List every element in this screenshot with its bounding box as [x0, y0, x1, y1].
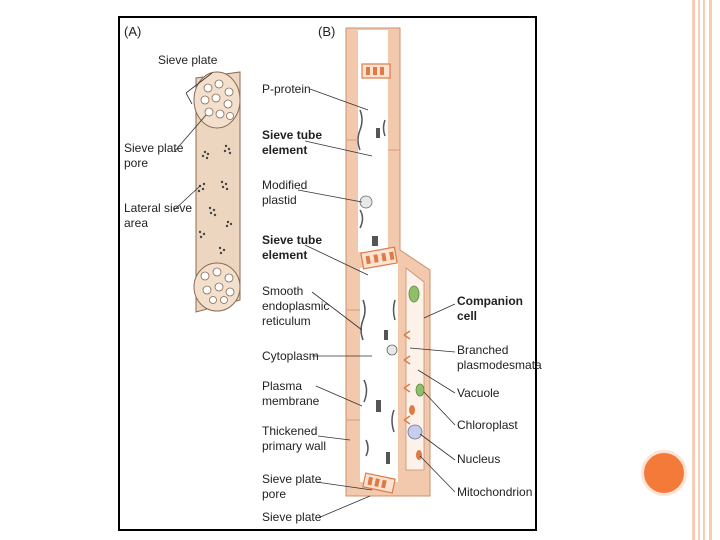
- label-p-protein: P-protein: [262, 82, 311, 96]
- label-sieve-tube-element-1-line2: element: [262, 143, 308, 157]
- slide-orange-dot: [641, 450, 687, 496]
- label-cytoplasm: Cytoplasm: [262, 349, 319, 363]
- label-smooth-er-line3: reticulum: [262, 314, 311, 328]
- label-companion-cell-line2: cell: [457, 309, 478, 323]
- label-sieve-plate: Sieve plate: [158, 53, 218, 67]
- label-lateral-sieve-area-line2: area: [124, 216, 149, 230]
- slide-border-strip: [698, 0, 700, 540]
- figure-frame: [118, 16, 537, 531]
- panel-b-label: (B): [318, 24, 336, 39]
- label-sieve-plate-pore-line2: pore: [124, 156, 149, 170]
- label-sieve-plate-pore-b-line1: Sieve plate: [262, 472, 322, 486]
- label-modified-plastid-line2: plastid: [262, 193, 297, 207]
- panel-b-right-leaders: [409, 303, 456, 493]
- panel-a-label: (A): [124, 24, 142, 39]
- panel-a-leader-lines: [173, 72, 213, 211]
- label-sieve-tube-element-1-line1: Sieve tube: [262, 128, 323, 142]
- label-companion-cell-line1: Companion: [457, 294, 523, 308]
- label-lateral-sieve-area-line1: Lateral sieve: [124, 201, 193, 215]
- label-thickened-wall-line2: primary wall: [262, 439, 327, 453]
- label-branched-plasmodesmata-line1: Branched: [457, 343, 509, 357]
- label-modified-plastid-line1: Modified: [262, 178, 308, 192]
- slide-border-strip: [703, 0, 705, 540]
- panel-b-left-leaders: [297, 88, 373, 519]
- label-branched-plasmodesmata-line2: plasmodesmata: [457, 358, 542, 372]
- label-smooth-er-line1: Smooth: [262, 284, 304, 298]
- label-sieve-plate-pore-line1: Sieve plate: [124, 141, 184, 155]
- sieve-tube-cylinder: [193, 71, 241, 313]
- slide-border-strip: [692, 0, 695, 540]
- label-mitochondrion: Mitochondrion: [457, 485, 533, 499]
- sieve-tube-longitudinal: [345, 27, 431, 497]
- label-sieve-plate-pore-b-line2: pore: [262, 487, 287, 501]
- label-sieve-tube-element-2-line2: element: [262, 248, 308, 262]
- label-sieve-plate-bottom: Sieve plate: [262, 510, 322, 524]
- label-plasma-membrane-line2: membrane: [262, 394, 320, 408]
- label-smooth-er-line2: endoplasmic: [262, 299, 330, 313]
- label-sieve-tube-element-2-line1: Sieve tube: [262, 233, 323, 247]
- label-nucleus: Nucleus: [457, 452, 501, 466]
- label-chloroplast: Chloroplast: [457, 418, 518, 432]
- label-vacuole: Vacuole: [457, 386, 500, 400]
- label-thickened-wall-line1: Thickened: [262, 424, 318, 438]
- label-plasma-membrane-line1: Plasma: [262, 379, 303, 393]
- slide-border-strip: [709, 0, 712, 540]
